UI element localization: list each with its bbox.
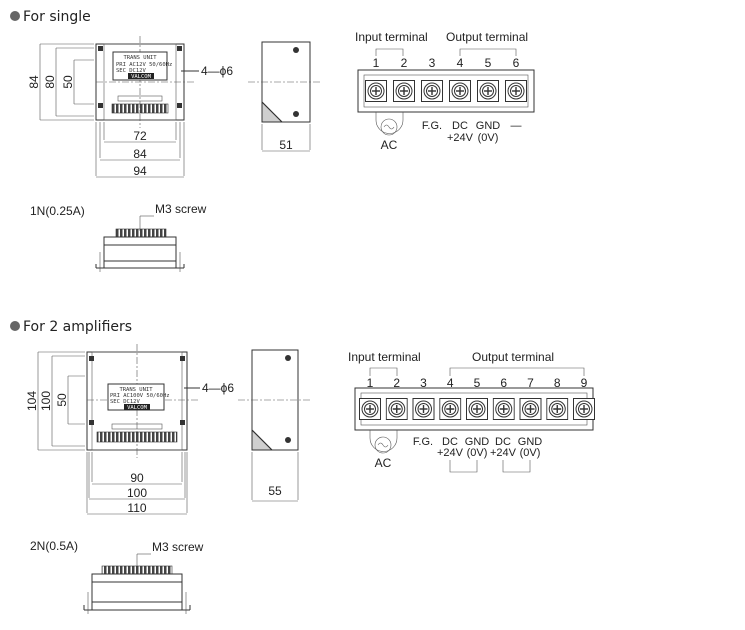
label-plate: TRANS UNIT PRI AC100V 50/60Hz SEC DC12V … <box>107 383 170 411</box>
dim-height-mid: 100 <box>39 391 53 411</box>
plate-line-2: PRI AC100V 50/60Hz <box>110 393 170 399</box>
dash-label: — <box>511 120 522 132</box>
terminal-block: Input terminal Output terminal 1 2 3 4 5 6 7 8 9… <box>348 350 595 473</box>
section-single: For single TRANS UNIT PRI AC12V 50/60Hz … <box>10 9 535 272</box>
gnd-label-2: GND <box>518 436 543 448</box>
terminal-number: 4 <box>457 56 464 70</box>
terminal-number: 2 <box>393 376 400 390</box>
dim-width-outer: 110 <box>127 501 146 515</box>
terminal-screw-icon <box>365 80 387 102</box>
plate-line-3: SEC DC12V <box>110 399 140 405</box>
terminal-screw-icon <box>519 398 542 420</box>
terminal-number: 9 <box>581 376 588 390</box>
model-label: 2N(0.5A) <box>30 539 78 553</box>
ac-label: AC <box>381 138 398 152</box>
terminal-screw-icon <box>466 398 488 420</box>
hole-label: 4—ϕ6 <box>201 64 233 78</box>
terminal-screw-icon <box>385 398 408 420</box>
terminal-number: 8 <box>554 376 561 390</box>
dim-height-outer: 84 <box>27 75 41 89</box>
v0-label: (0V) <box>478 132 499 144</box>
brand-logo: VALCOM <box>127 405 148 411</box>
output-terminal-label: Output terminal <box>446 30 528 44</box>
v0-label-1: (0V) <box>467 447 488 459</box>
terminal-block: Input terminal Output terminal 1 2 3 4 5 6 AC… <box>355 30 535 152</box>
brand-logo: VALCOM <box>131 74 152 80</box>
hole-label: 4—ϕ6 <box>202 381 234 395</box>
side-view: 55 <box>238 349 310 502</box>
front-dimensions: 72 84 94 84 80 50 <box>27 43 185 178</box>
dim-depth: 55 <box>268 484 282 498</box>
plate-line-1: TRANS UNIT <box>123 55 157 61</box>
bottom-view: 2N(0.5A) M3 screw <box>30 539 204 614</box>
terminal-screw-icon <box>546 398 569 420</box>
terminal-number: 7 <box>527 376 534 390</box>
bottom-view: 1N(0.25A) M3 screw <box>30 202 207 272</box>
section-heading: For single <box>23 9 91 25</box>
dim-height-inner: 50 <box>61 75 75 89</box>
terminal-screw-icon <box>505 80 527 102</box>
terminal-screw-icon <box>421 80 443 102</box>
terminal-screw-icon <box>477 80 499 102</box>
dim-width-inner: 72 <box>133 129 147 143</box>
plate-line-3: SEC DC12V <box>116 68 146 74</box>
input-terminal-label: Input terminal <box>348 350 421 364</box>
terminal-screw-icon <box>492 398 515 420</box>
terminal-number: 1 <box>373 56 380 70</box>
dim-height-mid: 80 <box>43 75 57 89</box>
terminal-screw-icon <box>449 80 471 102</box>
terminal-number: 1 <box>367 376 374 390</box>
terminal-number: 3 <box>420 376 427 390</box>
gnd-label: GND <box>476 120 501 132</box>
terminal-number: 6 <box>513 56 520 70</box>
terminal-number: 6 <box>500 376 507 390</box>
terminal-number: 5 <box>474 376 481 390</box>
output-terminal-label: Output terminal <box>472 350 554 364</box>
v24-label-1: +24V <box>437 447 464 459</box>
front-view: TRANS UNIT PRI AC100V 50/60Hz SEC DC12V … <box>86 344 234 458</box>
dim-width-inner: 90 <box>130 471 144 485</box>
terminal-screw-icon <box>393 80 415 102</box>
dim-depth: 51 <box>279 138 293 152</box>
terminal-screw-icon <box>412 398 435 420</box>
bullet-icon <box>10 321 20 331</box>
terminal-screw-icon <box>439 398 462 420</box>
front-view: TRANS UNIT PRI AC12V 50/60Hz SEC DC12V V… <box>95 36 233 128</box>
label-plate: TRANS UNIT PRI AC12V 50/60Hz SEC DC12V V… <box>112 51 172 81</box>
terminal-number: 3 <box>429 56 436 70</box>
dc-label-1: DC <box>442 436 458 448</box>
terminal-screw-icon <box>573 398 595 420</box>
side-view: 51 <box>248 41 320 152</box>
plate-line-2: PRI AC12V 50/60Hz <box>116 62 172 68</box>
v24-label-2: +24V <box>490 447 517 459</box>
dc-label: DC <box>452 120 468 132</box>
v0-label-2: (0V) <box>520 447 541 459</box>
fg-label: F.G. <box>422 120 442 132</box>
terminal-number: 2 <box>401 56 408 70</box>
bullet-icon <box>10 11 20 21</box>
dc-label-2: DC <box>495 436 511 448</box>
input-terminal-label: Input terminal <box>355 30 428 44</box>
section-heading: For 2 amplifiers <box>23 319 132 335</box>
screw-label: M3 screw <box>152 540 204 554</box>
terminal-number: 5 <box>485 56 492 70</box>
fg-label: F.G. <box>413 436 433 448</box>
screw-label: M3 screw <box>155 202 207 216</box>
terminal-number: 4 <box>447 376 454 390</box>
dim-width-mid: 84 <box>133 147 147 161</box>
plate-line-1: TRANS UNIT <box>119 387 153 393</box>
dim-width-mid: 100 <box>127 486 147 500</box>
dim-width-outer: 94 <box>133 164 147 178</box>
front-dimensions: 90 100 110 104 100 50 <box>25 351 188 515</box>
dim-height-outer: 104 <box>25 391 39 411</box>
ac-label: AC <box>375 456 392 470</box>
terminal-screw-icon <box>359 398 381 420</box>
section-two-amplifiers: For 2 amplifiers TRANS UNIT PRI AC100V 5… <box>10 319 595 614</box>
gnd-label-1: GND <box>465 436 490 448</box>
v24-label: +24V <box>447 132 474 144</box>
dim-height-inner: 50 <box>55 393 69 407</box>
model-label: 1N(0.25A) <box>30 204 85 218</box>
